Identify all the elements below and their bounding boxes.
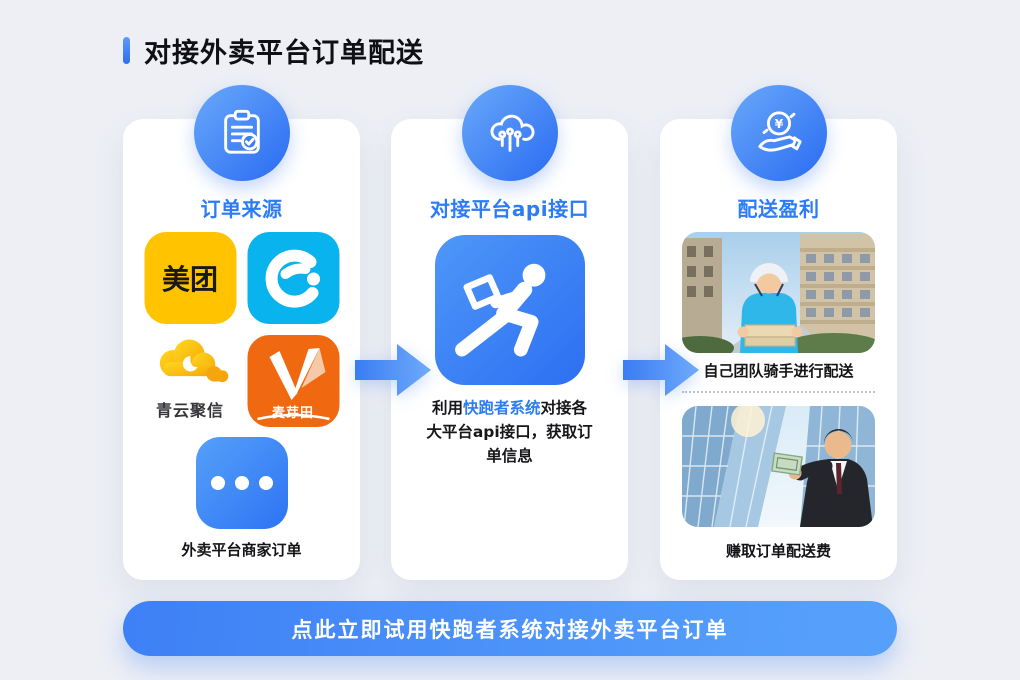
meituan-app-icon: 美团 [144,232,236,324]
page-title: 对接外卖平台订单配送 [144,38,424,69]
arrow-right-icon [623,344,699,396]
card-platform-api: 对接平台api接口 利用快跑者系统对接各大平台api接口，获取订单信息 [391,85,628,580]
qingyun-cloud-logo: 青云聚信 [144,335,236,427]
api-description: 利用快跑者系统对接各大平台api接口，获取订单信息 [426,396,594,468]
card-order-sources: 订单来源 美团 [123,85,360,580]
maiyatian-label: 麦芽田 [271,406,314,421]
order-sources-caption: 外卖平台商家订单 [181,541,302,559]
card-title-platform-api: 对接平台api接口 [429,197,590,221]
maiyatian-app-icon: 麦芽田 [247,335,339,427]
header: 对接外卖平台订单配送 [123,31,424,70]
eleme-app-icon [247,232,339,324]
businessman-money-photo [682,406,875,527]
clipboard-check-icon [193,85,290,181]
svg-text:¥: ¥ [774,116,783,131]
dotted-divider [682,391,875,393]
card-title-delivery-profit: 配送盈利 [737,197,820,221]
delivery-rider-photo [682,232,875,353]
cloud-api-icon [461,85,558,181]
app-grid: 美团 [144,232,339,427]
arrow-right-icon [355,344,431,396]
runner-icon [434,235,585,385]
card-title-order-sources: 订单来源 [200,197,283,221]
profit-caption: 赚取订单配送费 [725,542,831,560]
desc-highlight: 快跑者系统 [462,399,541,417]
card-delivery-profit: ¥ 配送盈利 [660,85,897,580]
meituan-label: 美团 [161,263,218,296]
desc-suffix: 对接各大平台api接口，获取订单信息 [426,399,593,465]
ellipsis-icon [195,437,288,529]
title-accent-bar [123,37,130,64]
desc-prefix: 利用 [431,399,463,417]
try-now-button[interactable]: 点此立即试用快跑者系统对接外卖平台订单 [123,601,897,656]
qingyun-label: 青云聚信 [155,401,224,420]
rider-caption: 自己团队骑手进行配送 [703,362,854,380]
hand-coin-icon: ¥ [730,85,827,181]
